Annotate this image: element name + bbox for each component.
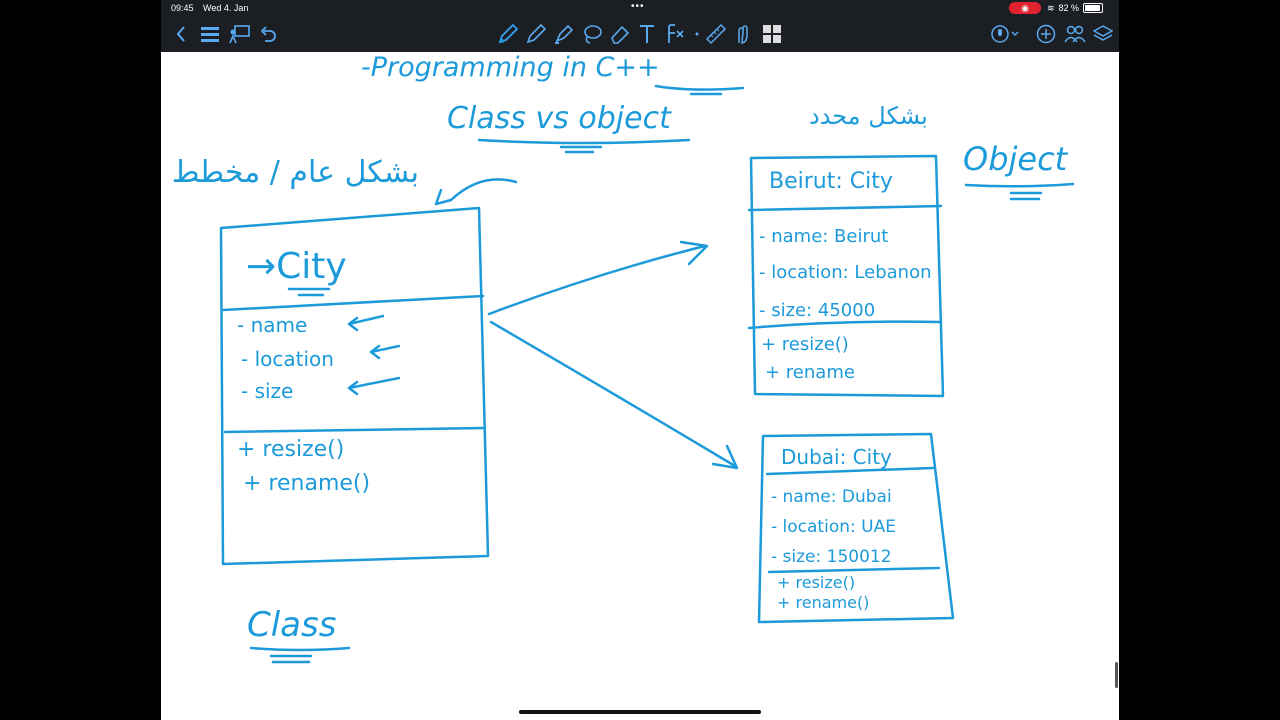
class-label: Class	[247, 605, 336, 645]
class-box-divider-2	[223, 426, 487, 434]
class-attr-name: - name	[237, 313, 307, 337]
arrow-to-beirut	[487, 244, 707, 316]
wifi-icon: ≋	[1047, 2, 1055, 13]
arabic-general-label: بشكل عام / مخطط	[172, 155, 419, 190]
class-label-underline-2	[269, 654, 313, 664]
beirut-method-resize: + resize()	[761, 334, 849, 355]
class-attr-location: - location	[241, 347, 334, 371]
documents-list-icon[interactable]	[197, 16, 223, 52]
object-underline	[964, 182, 1075, 188]
class-method-rename: + rename()	[243, 471, 370, 496]
class-method-resize: + resize()	[237, 437, 344, 462]
dubai-attr-size: - size: 150012	[771, 547, 892, 567]
zoom-grid-icon[interactable]	[759, 16, 785, 52]
object-underline-2	[1009, 191, 1043, 201]
dubai-attr-name: - name: Dubai	[771, 487, 892, 507]
battery-status: ≋ 82 %	[1047, 2, 1104, 14]
separator-dot-icon	[689, 16, 705, 52]
heading-programming: -Programming in C++	[361, 52, 660, 83]
battery-percent: 82 %	[1058, 3, 1080, 13]
dubai-box-divider-1	[765, 466, 935, 476]
class-name-underline	[287, 287, 331, 297]
arrow-to-dubai-head	[711, 444, 739, 470]
class-pointer-arrowhead	[434, 188, 453, 206]
text-icon[interactable]	[635, 16, 659, 52]
goodnotes-toolbar	[161, 16, 1119, 52]
eraser-icon[interactable]	[607, 16, 633, 52]
beirut-attr-name: - name: Beirut	[759, 226, 888, 247]
undo-icon[interactable]	[257, 16, 279, 52]
status-time: 09:45	[171, 3, 194, 13]
beirut-box-divider-1	[747, 204, 943, 212]
class-attr-size: - size	[241, 379, 293, 403]
class-box-divider-1	[221, 294, 485, 312]
vertical-scrollbar[interactable]	[1115, 662, 1118, 688]
add-page-icon[interactable]	[1035, 16, 1057, 52]
beirut-attr-size: - size: 45000	[759, 300, 875, 321]
dubai-box-outline	[757, 432, 955, 624]
highlighter-icon[interactable]	[551, 16, 577, 52]
heading-underline-2	[559, 145, 603, 154]
arabic-specific-label: بشكل محدد	[809, 102, 928, 130]
beirut-box-outline	[749, 154, 945, 398]
collaborators-icon[interactable]	[1063, 16, 1087, 52]
home-indicator[interactable]	[519, 710, 761, 714]
cpp-underline	[654, 84, 745, 91]
dubai-method-rename: + rename()	[777, 593, 869, 612]
class-pointer-arrow	[449, 178, 518, 202]
pen-icon[interactable]	[495, 16, 521, 52]
screen-recording-icon[interactable]: ◉	[1009, 2, 1041, 14]
dubai-box-divider-2	[767, 566, 941, 574]
hand-icon[interactable]	[731, 16, 755, 52]
beirut-title: Beirut: City	[769, 169, 893, 194]
pencil-icon[interactable]	[523, 16, 549, 52]
attr-arrow-2	[369, 344, 401, 360]
presentation-icon[interactable]	[227, 16, 253, 52]
object-label: Object	[963, 140, 1069, 178]
dubai-title: Dubai: City	[781, 445, 892, 469]
class-name: →City	[246, 246, 347, 287]
beirut-box-divider-2	[747, 320, 943, 330]
attr-arrow-3	[347, 376, 401, 396]
heading-class-vs-object: Class vs object	[447, 101, 672, 136]
beirut-attr-location: - location: Lebanon	[759, 262, 932, 283]
multitasking-dots-icon[interactable]: •••	[631, 1, 645, 12]
class-label-underline	[249, 646, 351, 652]
beirut-method-rename: + rename	[765, 362, 855, 383]
battery-icon	[1083, 3, 1104, 13]
arrow-to-beirut-head	[679, 240, 709, 266]
microphone-icon[interactable]	[987, 16, 1025, 52]
ruler-icon[interactable]	[703, 16, 729, 52]
status-bar: 09:45 Wed 4. Jan ••• ◉ ≋ 82 %	[161, 0, 1119, 16]
status-date: Wed 4. Jan	[203, 3, 249, 13]
dubai-method-resize: + resize()	[777, 573, 855, 592]
layers-icon[interactable]	[1091, 16, 1115, 52]
class-box-outline	[219, 206, 490, 566]
heading-underline	[477, 138, 691, 145]
back-chevron-icon[interactable]	[171, 16, 191, 52]
shapes-icon[interactable]	[661, 16, 687, 52]
ipad-screen: 09:45 Wed 4. Jan ••• ◉ ≋ 82 %	[161, 0, 1119, 720]
dubai-attr-location: - location: UAE	[771, 517, 896, 537]
arrow-to-dubai	[489, 320, 737, 468]
note-canvas[interactable]: -Programming in C++ Class vs object بشكل…	[161, 52, 1119, 720]
lasso-icon[interactable]	[579, 16, 605, 52]
handwriting-svg: -Programming in C++ Class vs object بشكل…	[172, 52, 1075, 664]
attr-arrow-1	[347, 314, 385, 332]
